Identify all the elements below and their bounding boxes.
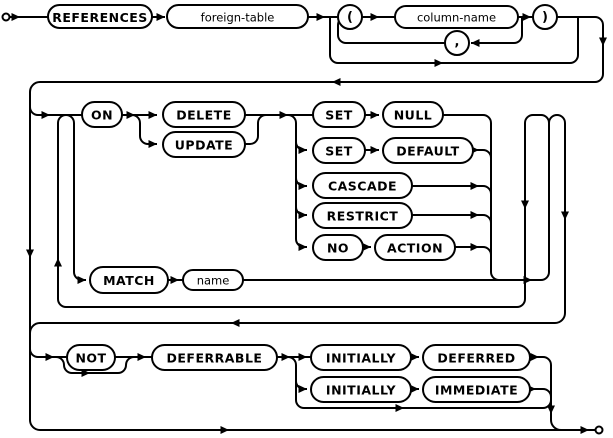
node-not: NOT xyxy=(66,344,116,371)
keyword-label: NOT xyxy=(75,351,106,366)
keyword-label: NULL xyxy=(394,108,433,123)
node-delete: DELETE xyxy=(162,101,246,128)
node-initially-immediate-initially: INITIALLY xyxy=(310,376,412,403)
node-immediate: IMMEDIATE xyxy=(422,376,531,403)
keyword-label: RESTRICT xyxy=(327,209,399,224)
keyword-label: DEFERRABLE xyxy=(167,351,263,366)
punctuation-label: , xyxy=(455,35,460,50)
node-on: ON xyxy=(81,101,123,128)
keyword-label: SET xyxy=(325,108,353,123)
node-deferrable: DEFERRABLE xyxy=(151,344,278,371)
keyword-label: MATCH xyxy=(103,273,155,288)
node-initially-deferred-initially: INITIALLY xyxy=(310,344,412,371)
node-update: UPDATE xyxy=(162,131,246,158)
node-foreign-table: foreign-table xyxy=(166,4,309,29)
node-set-default-set: SET xyxy=(312,137,366,164)
keyword-label: INITIALLY xyxy=(326,383,397,398)
node-open-paren: ( xyxy=(337,4,363,30)
punctuation-label: ( xyxy=(347,10,353,25)
keyword-label: UPDATE xyxy=(175,138,233,153)
keyword-label: ACTION xyxy=(387,241,443,256)
node-close-paren: ) xyxy=(532,4,558,30)
node-comma: , xyxy=(444,30,470,56)
keyword-label: REFERENCES xyxy=(52,10,148,25)
keyword-label: DELETE xyxy=(176,108,231,123)
keyword-label: DEFAULT xyxy=(396,144,459,159)
nonterminal-label: foreign-table xyxy=(201,11,275,25)
nonterminal-label: name xyxy=(197,274,230,288)
keyword-label: DEFERRED xyxy=(437,351,515,366)
node-match: MATCH xyxy=(89,266,169,294)
keyword-label: INITIALLY xyxy=(326,351,397,366)
keyword-label: NO xyxy=(327,241,349,256)
keyword-label: CASCADE xyxy=(328,179,397,194)
node-cascade: CASCADE xyxy=(312,172,413,199)
node-references: REFERENCES xyxy=(47,4,153,29)
node-action: ACTION xyxy=(374,234,456,261)
node-no: NO xyxy=(312,234,364,261)
node-column-name: column-name xyxy=(394,5,519,29)
node-set-null-set: SET xyxy=(312,101,366,128)
node-null: NULL xyxy=(382,101,444,128)
node-deferred: DEFERRED xyxy=(422,344,531,371)
keyword-label: ON xyxy=(91,108,113,123)
node-default: DEFAULT xyxy=(382,137,474,164)
node-name: name xyxy=(182,269,244,291)
railroad-start-node xyxy=(1,12,11,22)
keyword-label: IMMEDIATE xyxy=(435,383,518,398)
railroad-end-node xyxy=(594,425,604,435)
keyword-label: SET xyxy=(325,144,353,159)
node-restrict: RESTRICT xyxy=(312,202,413,229)
connector-lines xyxy=(1,12,607,435)
nonterminal-label: column-name xyxy=(417,11,496,25)
punctuation-label: ) xyxy=(542,10,548,25)
